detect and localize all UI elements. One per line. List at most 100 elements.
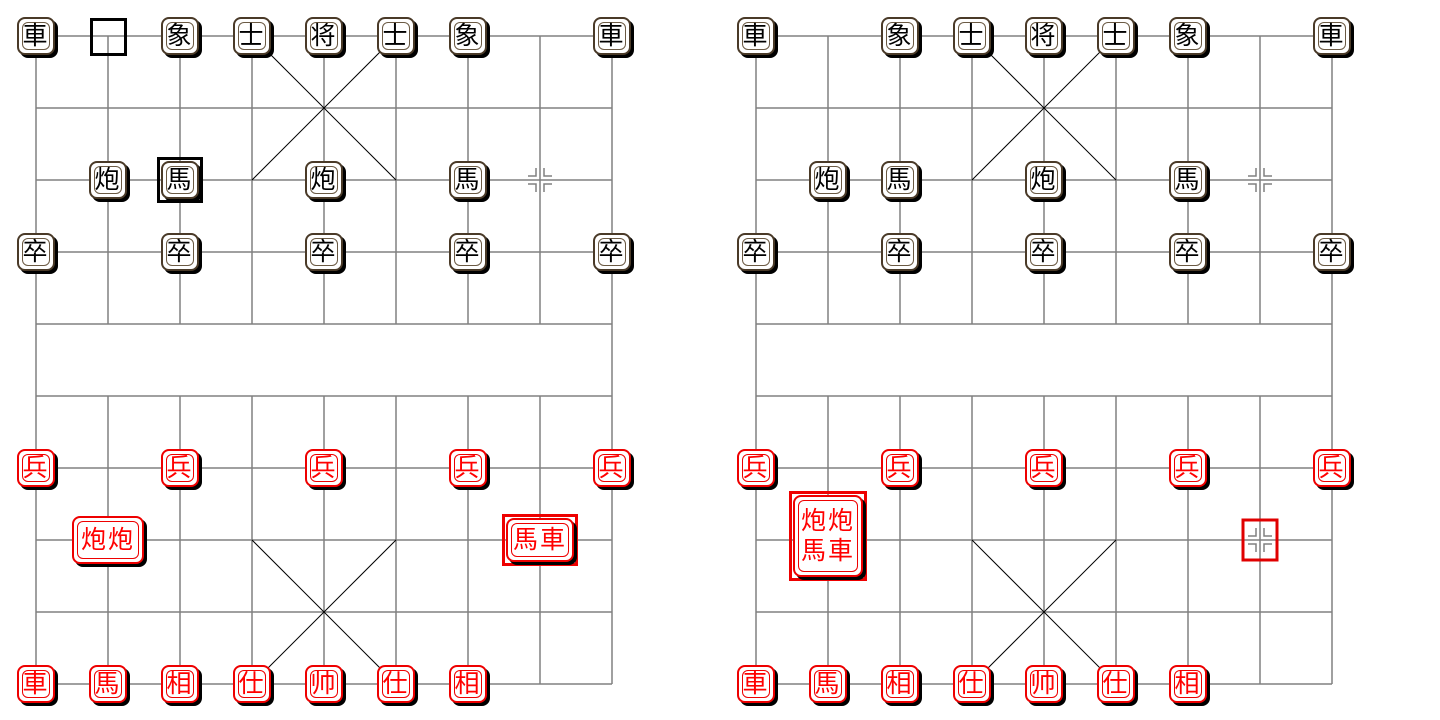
- piece-label: 象: [886, 21, 914, 50]
- piece-red[interactable]: 兵: [593, 449, 631, 487]
- board-right[interactable]: 車象士将士象車炮馬炮馬卒卒卒卒卒兵兵兵兵兵炮炮 馬車車馬相仕帅仕相: [720, 0, 1368, 720]
- piece-border: [742, 670, 770, 698]
- piece-black[interactable]: 士: [953, 17, 991, 55]
- piece-red[interactable]: 兵: [449, 449, 487, 487]
- selection-highlight: [502, 514, 578, 566]
- piece-border: [742, 454, 770, 482]
- piece-border: [382, 670, 410, 698]
- piece-label: 卒: [742, 237, 770, 266]
- piece-black[interactable]: 象: [1169, 17, 1207, 55]
- piece-black[interactable]: 卒: [881, 233, 919, 271]
- piece-label: 馬: [166, 165, 194, 194]
- piece-label: 卒: [454, 237, 482, 266]
- piece-black[interactable]: 士: [233, 17, 271, 55]
- piece-red[interactable]: 相: [161, 665, 199, 703]
- piece-black[interactable]: 卒: [305, 233, 343, 271]
- piece-border: [886, 670, 914, 698]
- piece-red[interactable]: 兵: [737, 449, 775, 487]
- piece-black[interactable]: 卒: [1313, 233, 1351, 271]
- piece-black[interactable]: 卒: [449, 233, 487, 271]
- piece-border: [22, 454, 50, 482]
- piece-label: 士: [1102, 21, 1130, 50]
- piece-black[interactable]: 卒: [161, 233, 199, 271]
- piece-red[interactable]: 兵: [17, 449, 55, 487]
- piece-label: 将: [310, 21, 338, 50]
- piece-red[interactable]: 仕: [953, 665, 991, 703]
- piece-black[interactable]: 将: [305, 17, 343, 55]
- piece-black[interactable]: 象: [881, 17, 919, 55]
- board-grid: [35, 35, 613, 685]
- piece-black[interactable]: 炮: [89, 161, 127, 199]
- piece-border: [454, 238, 482, 266]
- piece-label: 士: [382, 21, 410, 50]
- piece-red[interactable]: 兵: [1025, 449, 1063, 487]
- piece-black[interactable]: 卒: [17, 233, 55, 271]
- piece-black[interactable]: 馬: [161, 161, 199, 199]
- piece-red[interactable]: 兵: [881, 449, 919, 487]
- piece-red[interactable]: 兵: [305, 449, 343, 487]
- piece-border: [22, 238, 50, 266]
- piece-border: [958, 22, 986, 50]
- piece-label: 士: [238, 21, 266, 50]
- piece-label: 士: [958, 21, 986, 50]
- piece-black[interactable]: 炮: [305, 161, 343, 199]
- piece-black[interactable]: 馬: [1169, 161, 1207, 199]
- piece-border: [166, 670, 194, 698]
- piece-black[interactable]: 象: [161, 17, 199, 55]
- piece-red[interactable]: 車: [17, 665, 55, 703]
- piece-red[interactable]: 仕: [377, 665, 415, 703]
- piece-red[interactable]: 仕: [233, 665, 271, 703]
- piece-border: [742, 22, 770, 50]
- piece-black[interactable]: 馬: [449, 161, 487, 199]
- board-grid: [755, 35, 1333, 685]
- piece-black[interactable]: 卒: [593, 233, 631, 271]
- piece-border: [310, 22, 338, 50]
- selected-empty-square[interactable]: [90, 18, 127, 56]
- piece-red[interactable]: 相: [1169, 665, 1207, 703]
- piece-red[interactable]: 帅: [1025, 665, 1063, 703]
- piece-black[interactable]: 炮: [1025, 161, 1063, 199]
- piece-red[interactable]: 車: [737, 665, 775, 703]
- piece-black[interactable]: 車: [1313, 17, 1351, 55]
- piece-red[interactable]: 帅: [305, 665, 343, 703]
- piece-red[interactable]: 相: [881, 665, 919, 703]
- piece-label: 卒: [1030, 237, 1058, 266]
- piece-red[interactable]: 馬車: [506, 518, 574, 562]
- piece-red[interactable]: 相: [449, 665, 487, 703]
- piece-black[interactable]: 卒: [1169, 233, 1207, 271]
- piece-border: [598, 454, 626, 482]
- piece-black[interactable]: 士: [377, 17, 415, 55]
- piece-border: [1174, 166, 1202, 194]
- piece-black[interactable]: 馬: [881, 161, 919, 199]
- piece-black[interactable]: 卒: [737, 233, 775, 271]
- piece-red[interactable]: 馬: [809, 665, 847, 703]
- piece-black[interactable]: 将: [1025, 17, 1063, 55]
- piece-black[interactable]: 炮: [809, 161, 847, 199]
- piece-black[interactable]: 士: [1097, 17, 1135, 55]
- piece-black[interactable]: 象: [449, 17, 487, 55]
- piece-red[interactable]: 兵: [1169, 449, 1207, 487]
- piece-label: 炮: [1030, 165, 1058, 194]
- piece-black[interactable]: 車: [593, 17, 631, 55]
- piece-red[interactable]: 仕: [1097, 665, 1135, 703]
- piece-label: 卒: [22, 237, 50, 266]
- piece-label: 兵: [1318, 453, 1346, 482]
- board-left[interactable]: 車象士将士象車炮馬炮馬卒卒卒卒卒兵兵兵兵兵炮炮馬車車馬相仕帅仕相: [0, 0, 648, 720]
- piece-border: [886, 238, 914, 266]
- piece-border: [1030, 238, 1058, 266]
- piece-border: [1318, 454, 1346, 482]
- piece-border: [22, 670, 50, 698]
- piece-border: [454, 22, 482, 50]
- piece-red[interactable]: 兵: [1313, 449, 1351, 487]
- piece-black[interactable]: 車: [17, 17, 55, 55]
- piece-red[interactable]: 炮炮 馬車: [793, 495, 863, 577]
- piece-black[interactable]: 卒: [1025, 233, 1063, 271]
- piece-border: [166, 166, 194, 194]
- piece-red[interactable]: 馬: [89, 665, 127, 703]
- piece-red[interactable]: 炮炮: [72, 516, 144, 564]
- piece-red[interactable]: 兵: [161, 449, 199, 487]
- piece-border: [1102, 22, 1130, 50]
- piece-black[interactable]: 車: [737, 17, 775, 55]
- piece-label: 車: [598, 21, 626, 50]
- piece-label: 将: [1030, 21, 1058, 50]
